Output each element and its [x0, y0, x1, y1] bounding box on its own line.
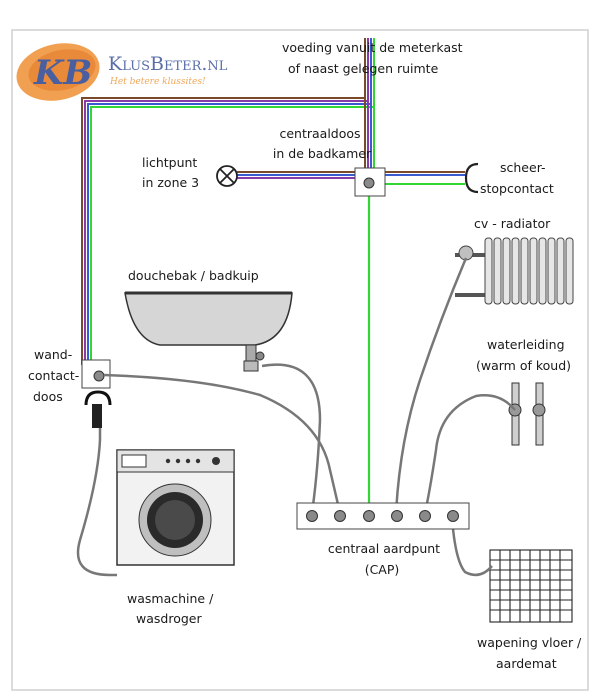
label-socket-1: wand-: [34, 347, 72, 362]
label-light-2: in zone 3: [142, 175, 199, 190]
tub-icon: [124, 291, 293, 372]
label-shaver-1: scheer-: [500, 160, 546, 175]
label-supply-1: voeding vanuit de meterkast: [282, 40, 463, 55]
logo-slogan: Het betere klussites!: [109, 77, 206, 87]
logo-brand: KlusBeter.nl: [108, 53, 228, 75]
label-junction-2: in de badkamer: [273, 146, 372, 161]
label-shaver-2: stopcontact: [480, 181, 554, 196]
bonding-cables: [76, 257, 516, 577]
light-circuit: [237, 171, 355, 179]
lamp-icon: [216, 165, 238, 187]
label-water-1: waterleiding: [487, 337, 565, 352]
label-mat-1: wapening vloer /: [477, 635, 582, 650]
label-water-2: (warm of koud): [476, 358, 571, 373]
label-tub: douchebak / badkuip: [128, 268, 259, 283]
shaver-circuit: [380, 171, 465, 185]
label-supply-2: of naast gelegen ruimte: [288, 61, 439, 76]
logo-mark-text: KB: [33, 53, 92, 93]
label-washer-1: wasmachine /: [127, 591, 214, 606]
label-socket-2: contact-: [28, 368, 79, 383]
label-radiator: cv - radiator: [474, 216, 551, 231]
label-light-1: lichtpunt: [142, 155, 197, 170]
supply-cable: [81, 38, 375, 365]
label-junction-1: centraaldoos: [279, 126, 360, 141]
shaver-socket-icon: [464, 162, 479, 194]
label-mat-2: aardemat: [496, 656, 557, 671]
label-cap-1: centraal aardpunt: [328, 541, 440, 556]
cap-terminal-strip: [296, 502, 470, 530]
label-cap-2: (CAP): [365, 562, 400, 577]
radiator-icon: [455, 237, 574, 305]
washing-machine-icon: [116, 449, 235, 566]
label-socket-3: doos: [33, 389, 63, 404]
label-washer-2: wasdroger: [136, 611, 202, 626]
logo: KB KlusBeter.nl Het betere klussites!: [16, 43, 228, 101]
junction-box: [354, 167, 386, 197]
earth-mat-icon: [489, 549, 573, 623]
